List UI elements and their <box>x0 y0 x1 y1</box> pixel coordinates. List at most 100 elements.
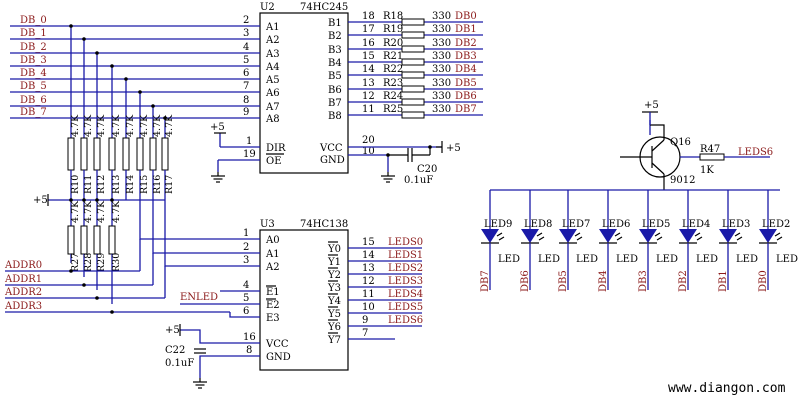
pullup-resistor <box>80 225 88 255</box>
u3-pin-number: 2 <box>243 242 249 253</box>
chip-u3-ref: U3 <box>260 219 275 230</box>
pullup-resistor <box>93 137 101 171</box>
leds-net-label: LEDS6 <box>388 315 423 326</box>
led-net-label: DB1 <box>718 270 729 292</box>
pullup-ref: R30 <box>111 253 122 272</box>
pullup-value: 4.7K <box>96 114 107 137</box>
db-net-label: DB_6 <box>20 95 47 106</box>
u3-addr-wire <box>139 200 260 240</box>
db-output-label: DB6 <box>455 91 477 102</box>
u2-pin-number: 15 <box>362 51 375 62</box>
u3-pin-name: Y3 <box>327 283 341 294</box>
u2-pin-number: 9 <box>243 107 249 118</box>
u3-vcc-wire <box>180 329 260 344</box>
u2-pin-name: B4 <box>328 58 342 69</box>
u3-pin-name: Y7 <box>327 335 341 346</box>
pullup-resistor <box>108 225 116 255</box>
led-arrow <box>536 232 543 237</box>
led-ref: LED3 <box>722 219 750 230</box>
plus5-label: +5 <box>446 143 461 154</box>
db-output-label: DB4 <box>455 64 477 75</box>
pullup-value: 4.7K <box>96 200 107 223</box>
u3-pin-name: VCC <box>265 339 289 350</box>
resistor-r18 <box>401 18 425 26</box>
capacitor-ref: C22 <box>165 345 185 356</box>
u2-pin-number: 16 <box>362 38 375 49</box>
led-ref: LED5 <box>642 219 670 230</box>
pullup-resistor <box>161 137 169 171</box>
pullup-ref: R29 <box>96 253 107 272</box>
led-arrow <box>656 236 663 241</box>
u3-pin-number: 13 <box>362 263 375 274</box>
leds-net-label: LEDS5 <box>388 302 423 313</box>
led-arrow <box>734 232 741 237</box>
plus5-label: +5 <box>210 122 225 133</box>
u3-pin-name: Y2 <box>327 270 341 281</box>
db-output-label: DB1 <box>455 24 477 35</box>
u3-pin-name: Y6 <box>327 322 341 333</box>
u3-pin-number: 6 <box>243 306 249 317</box>
resistor-value: 1K <box>700 165 714 176</box>
db-net-label: DB_1 <box>20 28 47 39</box>
chip-u2-body <box>259 12 349 174</box>
u3-pin-number: 16 <box>243 332 256 343</box>
capacitor-ref: C20 <box>417 164 437 175</box>
u3-gnd-wire <box>199 355 260 378</box>
u2-pin-name: A3 <box>265 49 280 60</box>
u2-pin-number: 12 <box>362 91 375 102</box>
led-label: LED <box>776 254 798 265</box>
db-net-label: DB_2 <box>20 42 47 53</box>
pullup-resistor <box>80 137 88 171</box>
u3-pin-number: 15 <box>362 237 375 248</box>
junction-dot <box>69 24 73 28</box>
watermark-text: www.diangon.com <box>668 381 786 396</box>
enled-label: ENLED <box>180 292 218 303</box>
u2-pin-number: 17 <box>362 24 375 35</box>
led-diode <box>759 229 777 243</box>
resistor-ref: R22 <box>383 64 403 75</box>
led-diode <box>639 229 657 243</box>
pullup-resistor <box>108 137 116 171</box>
u3-pin-name: Y5 <box>327 309 341 320</box>
u3-pin-name: Y1 <box>327 257 341 268</box>
u2-pin-number: 3 <box>243 28 249 39</box>
resistor-r19 <box>401 31 425 39</box>
leds-net-label: LEDS2 <box>388 263 423 274</box>
resistor-r21 <box>401 58 425 66</box>
resistor-value: 330 <box>432 91 451 102</box>
u2-pin-number: 7 <box>243 81 249 92</box>
resistor-ref: R21 <box>383 51 403 62</box>
u2-pin-name: A1 <box>265 22 280 33</box>
u3-pin-name: E3 <box>266 313 280 324</box>
addr-net-label: ADDR0 <box>4 260 42 271</box>
pullup-ref: R14 <box>125 175 136 194</box>
chip-u2-ref: U2 <box>260 2 275 13</box>
u3-pin-name: E1 <box>266 287 280 298</box>
led-label: LED <box>696 254 718 265</box>
pullup-resistor <box>122 137 130 171</box>
led-ref: LED7 <box>562 219 590 230</box>
transistor-ref: Q16 <box>670 137 691 148</box>
pullup-ref: R16 <box>152 175 163 194</box>
pullup-value: 4.7K <box>83 114 94 137</box>
pullup-ref: R11 <box>83 175 94 194</box>
resistor-ref: R24 <box>383 91 403 102</box>
led-ref: LED2 <box>762 219 790 230</box>
u2-pin-name: B8 <box>328 111 342 122</box>
junction-dot <box>82 37 86 41</box>
led-diode <box>679 229 697 243</box>
pullup-ref: R13 <box>111 175 122 194</box>
junction-dot <box>69 198 73 202</box>
pullup-value: 4.7K <box>152 114 163 137</box>
junction-dot <box>69 269 73 273</box>
led-net-label: DB5 <box>558 270 569 292</box>
led-arrow <box>574 232 581 237</box>
u2-pin-name: B5 <box>328 71 342 82</box>
resistor-value: 330 <box>432 64 451 75</box>
led-arrow <box>496 232 503 237</box>
led-diode <box>559 229 577 243</box>
resistor-r20 <box>401 45 425 53</box>
junction-dot <box>95 198 99 202</box>
u2-pin-name: A7 <box>265 102 280 113</box>
